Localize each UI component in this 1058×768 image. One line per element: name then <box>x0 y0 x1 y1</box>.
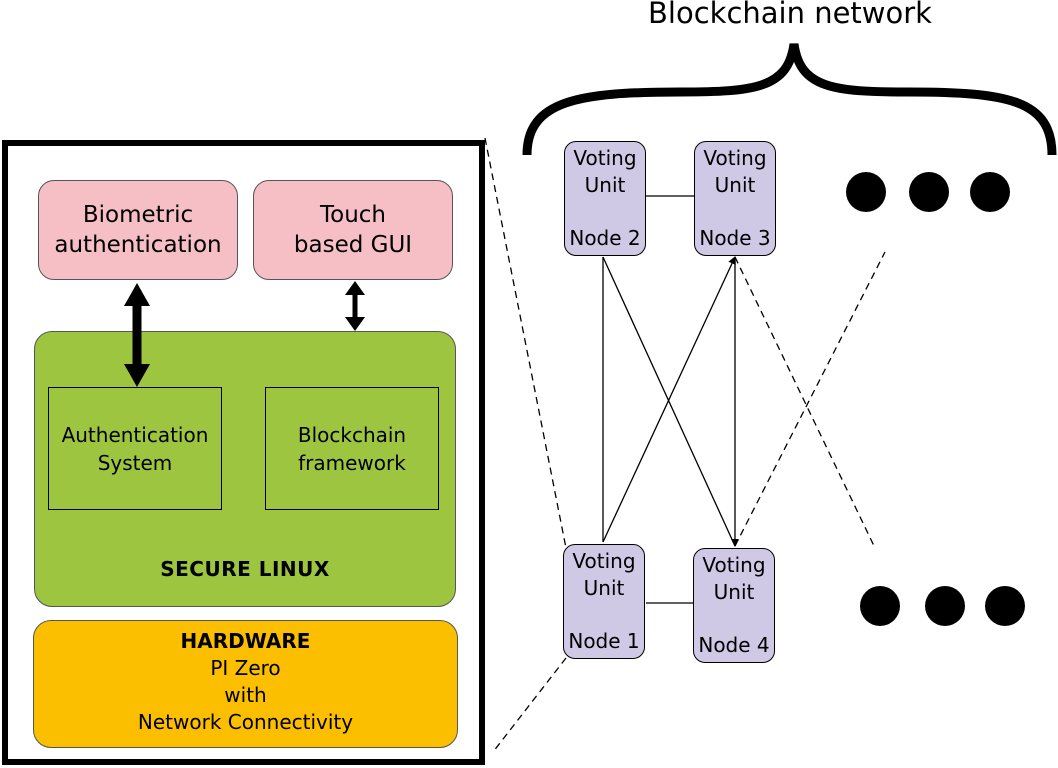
biometric-authentication-box: Biometric authentication <box>38 180 238 280</box>
blockchain-framework-box: Blockchain framework <box>265 387 439 510</box>
node-id-label: Node 2 <box>569 226 641 250</box>
gui-linux-arrow <box>345 281 365 331</box>
hardware-line-1: PI Zero <box>210 656 281 680</box>
voting-node-4: Voting Unit Node 4 <box>693 548 775 663</box>
bottom-ellipsis-dots <box>860 586 1025 626</box>
node-id-label: Node 3 <box>699 226 771 250</box>
node-id-label: Node 1 <box>568 629 640 653</box>
node-unit-label: Voting Unit <box>702 553 766 604</box>
hardware-title: HARDWARE <box>180 629 311 653</box>
hardware-line-2: with <box>224 683 267 707</box>
hardware-line-3: Network Connectivity <box>137 710 354 734</box>
voting-node-2: Voting Unit Node 2 <box>564 141 646 256</box>
dashed-link-node3 <box>734 256 876 549</box>
hardware-box: HARDWARE PI Zero with Network Connectivi… <box>33 620 458 748</box>
top-ellipsis-dots <box>846 172 1010 212</box>
voting-node-1: Voting Unit Node 1 <box>563 544 645 659</box>
node-unit-label: Voting Unit <box>572 549 636 600</box>
node-unit-label: Voting Unit <box>703 146 767 197</box>
biometric-label: Biometric authentication <box>54 202 222 258</box>
auth-label: Authentication System <box>61 422 209 475</box>
zoom-line-bottom <box>492 657 567 753</box>
touch-gui-box: Touch based GUI <box>253 180 453 280</box>
zoom-line-top <box>484 137 567 549</box>
diagram-title: Blockchain network <box>648 0 932 30</box>
node-unit-label: Voting Unit <box>573 146 637 197</box>
dashed-link-node4 <box>734 251 886 547</box>
secure-linux-label: SECURE LINUX <box>160 557 330 581</box>
authentication-system-box: Authentication System <box>48 387 222 510</box>
link-node1-node3 <box>602 256 736 543</box>
network-brace <box>522 43 1057 156</box>
blockchain-label: Blockchain framework <box>297 422 407 475</box>
biometric-auth-arrow <box>124 283 150 387</box>
link-node2-node4 <box>602 256 736 547</box>
gui-label: Touch based GUI <box>293 202 413 258</box>
node-id-label: Node 4 <box>698 633 770 657</box>
voting-node-3: Voting Unit Node 3 <box>694 141 776 256</box>
